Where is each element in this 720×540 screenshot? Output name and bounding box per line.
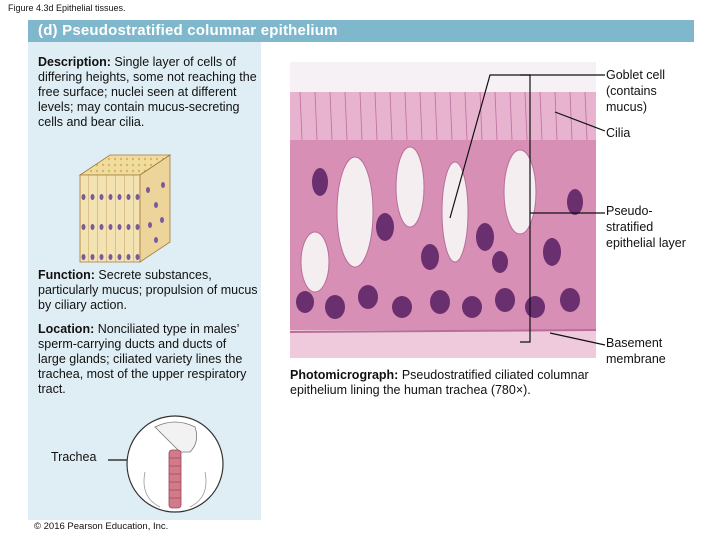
panel-title: (d) Pseudostratified columnar epithelium [38,22,338,39]
description-label: Description: [38,55,111,69]
photo-caption-text: Pseudostratified ciliated columnar epith… [290,368,589,397]
copyright: © 2016 Pearson Education, Inc. [34,521,169,532]
header-bar [28,20,694,42]
photo-caption-label: Photomicrograph: [290,368,399,382]
trachea-illustration [126,415,224,513]
location-label: Location: [38,322,95,336]
photomicrograph [290,62,596,358]
trachea-label: Trachea [51,450,97,464]
label-pseudostratified-layer: Pseudo- stratified epithelial layer [606,204,686,250]
description-block: Description: Single layer of cells of di… [38,55,260,130]
location-text: Nonciliated type in males’ sperm-carryin… [38,322,247,396]
location-block: Location: Nonciliated type in males’ spe… [38,322,248,397]
function-block: Function: Secrete substances, particular… [38,268,260,313]
figure-caption: Figure 4.3d Epithelial tissues. [8,3,126,13]
description-text: Single layer of cells of differing heigh… [38,55,257,129]
function-label: Function: [38,268,95,282]
function-text: Secrete substances, particularly mucus; … [38,268,258,312]
label-cilia: Cilia [606,126,631,140]
epithelium-cube-illustration [78,154,172,263]
photo-caption: Photomicrograph: Pseudostratified ciliat… [290,368,600,398]
label-goblet-cell: Goblet cell (contains mucus) [606,68,666,114]
label-basement-membrane: Basement membrane [606,336,666,366]
